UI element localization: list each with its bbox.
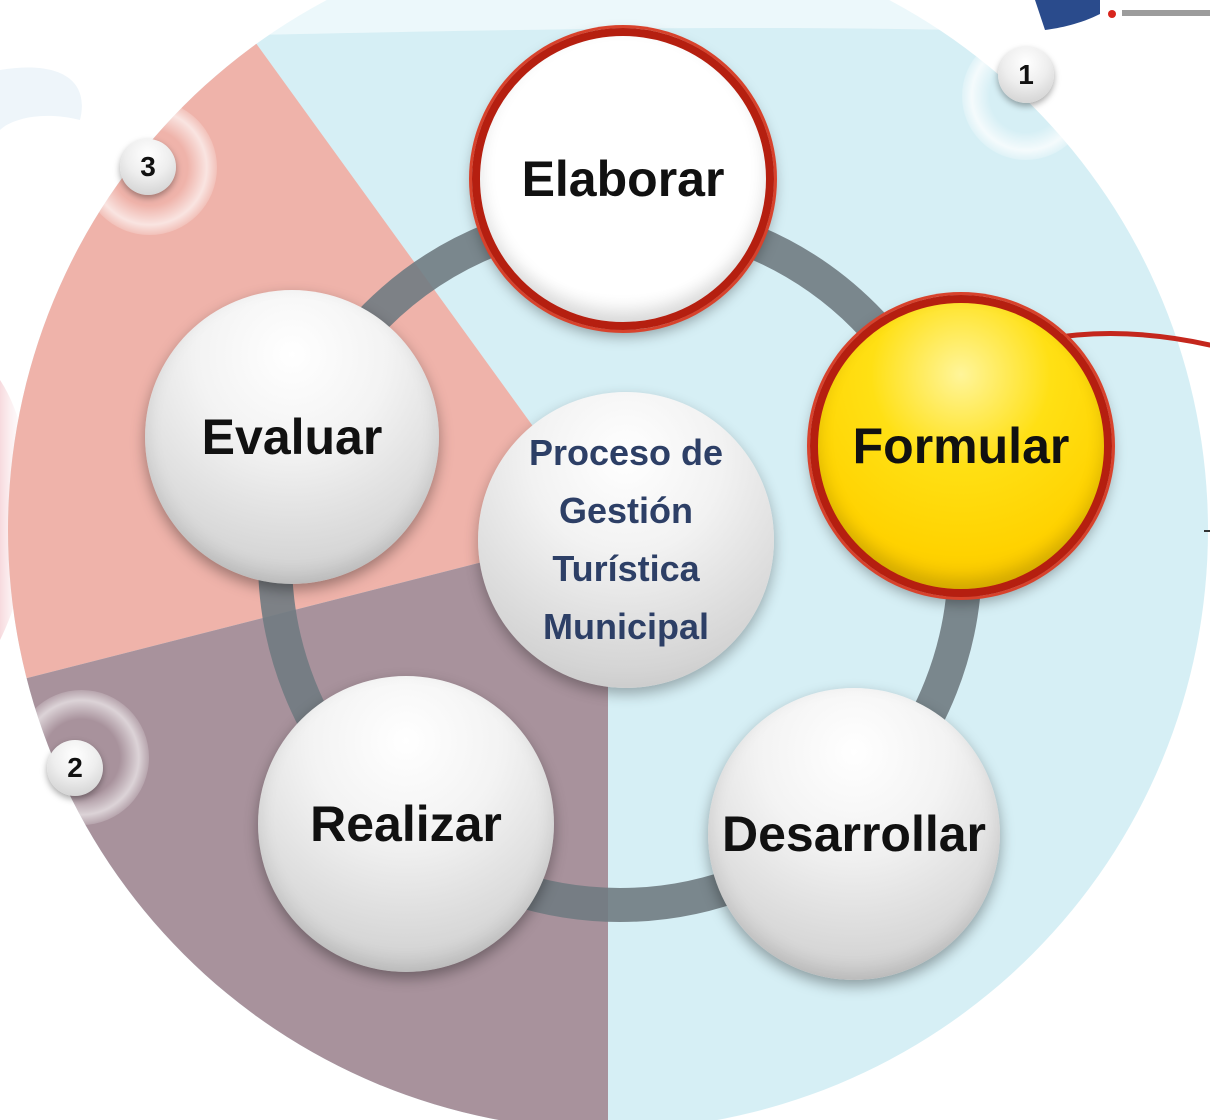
step-badge-2: 2 bbox=[47, 740, 103, 796]
center-title-line-3: Turística bbox=[552, 548, 700, 589]
step-badge-1: 1 bbox=[998, 47, 1054, 103]
node-elaborar[interactable]: Elaborar bbox=[472, 28, 774, 330]
top-band bbox=[90, 0, 1210, 40]
step-badge-1-label: 1 bbox=[1018, 59, 1034, 90]
step-badge-2-label: 2 bbox=[67, 752, 83, 783]
logo-fragment bbox=[1035, 0, 1210, 30]
decorative-swoosh bbox=[0, 67, 82, 130]
center-title-line-4: Municipal bbox=[542, 606, 709, 647]
node-formular[interactable]: Formular bbox=[810, 295, 1112, 597]
node-realizar-label: Realizar bbox=[310, 796, 502, 852]
center-title-line-1: Proceso de bbox=[528, 432, 724, 473]
node-formular-label: Formular bbox=[852, 418, 1070, 474]
node-desarrollar[interactable]: Desarrollar bbox=[708, 688, 1000, 980]
center-circle: Proceso de Gestión Turística Municipal bbox=[478, 392, 774, 688]
center-title-line-2: Gestión bbox=[558, 490, 693, 531]
step-badge-3: 3 bbox=[120, 139, 176, 195]
node-realizar[interactable]: Realizar bbox=[258, 676, 554, 972]
step-badge-3-label: 3 bbox=[140, 151, 156, 182]
node-elaborar-label: Elaborar bbox=[521, 151, 725, 207]
node-desarrollar-label: Desarrollar bbox=[721, 806, 987, 862]
node-evaluar[interactable]: Evaluar bbox=[145, 290, 439, 584]
node-evaluar-label: Evaluar bbox=[201, 409, 383, 465]
